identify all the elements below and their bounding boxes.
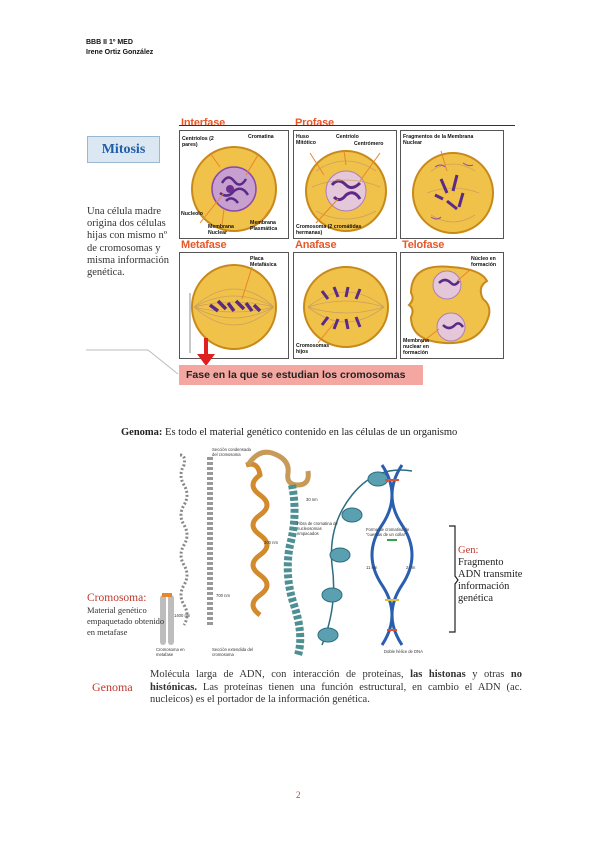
- metafase-cell-drawing: [189, 264, 277, 353]
- genoma-paragraph-3: Las proteínas tienen una función estruct…: [150, 681, 522, 706]
- telofase-cell-drawing: [407, 265, 491, 345]
- genoma-heading-rest: Es todo el material genético contenido e…: [162, 427, 458, 438]
- fig-label-300nm: 300 nm: [264, 540, 278, 545]
- fig-label-11nm: 11 nm: [366, 565, 378, 570]
- anafase-panel: Cromosomas hijos: [293, 252, 397, 359]
- fig-label-fibra: Fibra de cromatina de nucleosomas empaca…: [297, 521, 338, 536]
- label-nucleo-formacion: Núcleo en formación: [471, 256, 497, 268]
- highlight-text: Fase en la que se estudian los cromosoma…: [186, 369, 406, 381]
- mitosis-title: Mitosis: [101, 142, 146, 157]
- page-number: 2: [296, 790, 301, 800]
- profase-cell-drawing: [305, 150, 387, 232]
- cromosoma-description: Material genético empaquetado obtenido e…: [87, 605, 165, 637]
- genoma-paragraph-1: Molécula larga de ADN, con interacción d…: [150, 669, 411, 680]
- label-membrana-plasmatica: Membrana Plasmática: [250, 220, 278, 232]
- label-fragmentos-membrana: Fragmentos de la Membrana Nuclear: [403, 134, 474, 146]
- prometafase-cell-drawing: [412, 150, 494, 234]
- genoma-heading: Genoma: Es todo el material genético con…: [121, 426, 541, 439]
- fig-label-2nm: 2 nm: [406, 565, 416, 570]
- label-nucleolo: Nucleolo: [181, 211, 203, 217]
- anafase-cell-drawing: [303, 266, 389, 348]
- genoma-paragraph-bold-1: las histonas: [410, 669, 466, 680]
- interfase-title: Interfase: [181, 117, 226, 129]
- mitosis-title-box: Mitosis: [87, 136, 160, 163]
- profase-title: Profase: [295, 117, 334, 129]
- mitosis-diagram: Centriolos (2 pares) Cromatina Nucleolo …: [179, 117, 515, 360]
- fig-label-30nm: 30 nm: [306, 497, 318, 502]
- connector-line: [86, 349, 179, 375]
- genoma-heading-bold: Genoma:: [121, 427, 163, 438]
- fig-label-doble-helice: Doble hélice de DNA: [384, 649, 423, 654]
- anafase-title: Anafase: [295, 239, 337, 251]
- metafase-panel: Placa Metafásica: [179, 252, 289, 359]
- header-course: BBB II 1º MED: [86, 39, 133, 46]
- prometafase-panel: Fragmentos de la Membrana Nuclear: [400, 130, 504, 239]
- label-centriolo: Centriolo: [336, 134, 359, 140]
- chromatin-figure: Sección condensada del cromosoma 30 nm F…: [152, 445, 454, 660]
- diagram-rule: [179, 125, 515, 126]
- fig-label-700nm: 700 nm: [216, 593, 230, 598]
- genoma-paragraph-bold-2: no histónicas.: [150, 669, 522, 693]
- gen-title: Gen:: [458, 545, 479, 556]
- fig-label-cromosoma-metafase: Cromosoma en metafase: [156, 647, 185, 657]
- highlight-bar: Fase en la que se estudian los cromosoma…: [179, 365, 423, 385]
- page-header: BBB II 1º MED Irene Ortiz González: [86, 38, 153, 58]
- fig-label-seccion-condensada: Sección condensada del cromosoma: [212, 447, 251, 457]
- red-arrow-icon: [197, 338, 215, 366]
- fig-label-seccion-extendida: Sección extendida del cromosoma: [212, 647, 253, 657]
- label-cromatina: Cromatina: [248, 134, 274, 140]
- mitosis-description: Una célula madre origina dos células hij…: [87, 206, 169, 279]
- label-placa-metafasica: Placa Metafásica: [250, 256, 277, 268]
- fig-label-1400nm: 1400 nm: [174, 613, 191, 618]
- telofase-title: Telofase: [402, 239, 445, 251]
- gen-description: Fragmento ADN transmite información gené…: [458, 557, 523, 604]
- genoma-paragraph-2: y otras: [465, 669, 511, 680]
- gen-bracket-icon: [449, 525, 459, 633]
- interfase-cell-drawing: [191, 146, 277, 232]
- chromatin-drawing: [160, 449, 414, 657]
- cromosoma-block: Cromosoma: Material genético empaquetado…: [87, 592, 167, 638]
- label-membrana-nuclear: Membrana Nuclear: [208, 224, 234, 236]
- label-huso-mitotico: Huso Mitótico: [296, 134, 316, 146]
- label-cromosoma-cromatidas: Cromosoma (2 cromátidas hermanas): [296, 224, 362, 236]
- genoma-label: Genoma: [92, 680, 133, 694]
- telofase-panel: Núcleo en formación Membrana nuclear en …: [400, 252, 504, 359]
- label-centromero: Centrómero: [354, 141, 384, 147]
- gen-block: Gen: Fragmento ADN transmite información…: [458, 545, 528, 605]
- header-author: Irene Ortiz González: [86, 49, 154, 56]
- fig-label-forma: Forma de cromatina de "cuentas de un col…: [366, 527, 410, 537]
- label-cromosomas-hijos: Cromosomas hijos: [296, 343, 330, 355]
- cromosoma-title: Cromosoma:: [87, 592, 147, 604]
- interfase-panel: Centriolos (2 pares) Cromatina Nucleolo …: [179, 130, 289, 239]
- label-membrana-nuclear-formacion: Membrana nuclear en formación: [403, 338, 429, 356]
- profase-panel: Huso Mitótico Centriolo Centrómero Cromo…: [293, 130, 397, 239]
- label-centriolos: Centriolos (2 pares): [182, 136, 214, 148]
- metafase-title: Metafase: [181, 239, 227, 251]
- genoma-paragraph: Molécula larga de ADN, con interacción d…: [150, 669, 522, 707]
